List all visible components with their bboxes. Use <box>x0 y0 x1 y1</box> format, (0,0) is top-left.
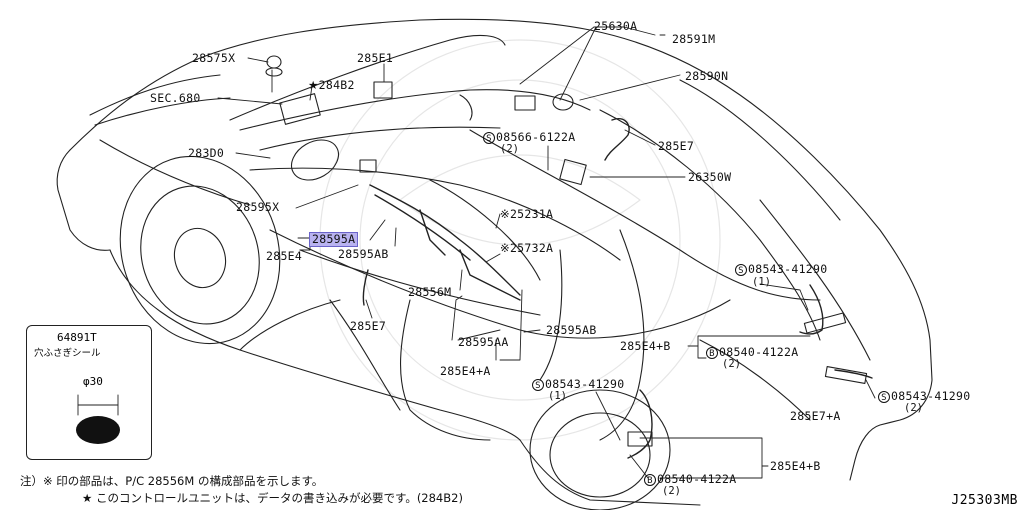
note-line-1: 注）※ 印の部品は、P/C 28556M の構成部品を示します。 <box>20 474 324 488</box>
label-28595AB-left: 28595AB <box>338 247 389 261</box>
label-285E7-right: 285E7 <box>658 139 695 153</box>
inset-part-name: 穴ふさぎシール <box>34 348 101 359</box>
screw-icon: S <box>878 391 890 403</box>
label-25630A: 25630A <box>594 19 638 33</box>
screw-icon: S <box>532 379 544 391</box>
qty-08566: (2) <box>500 143 519 155</box>
bolt-icon: B <box>706 347 718 359</box>
asterisk-icon: ※ <box>500 207 510 221</box>
asterisk-icon: ※ <box>43 474 53 488</box>
label-285E7A: 285E7+A <box>790 409 841 423</box>
qty-08540-top: (2) <box>722 358 741 370</box>
watermark-emblem <box>319 39 721 441</box>
qty-08543-mid: (1) <box>548 390 567 402</box>
label-284B2: ★284B2 <box>308 78 355 92</box>
label-28595X: 28595X <box>236 200 280 214</box>
inset-diameter: φ30 <box>83 375 103 388</box>
label-28590N: 28590N <box>685 69 729 83</box>
label-28591M: 28591M <box>672 32 716 46</box>
diagram-code: J25303MB <box>951 493 1018 508</box>
inset-box: 64891T 穴ふさぎシール φ30 <box>26 325 152 460</box>
label-28556M: 28556M <box>408 285 452 299</box>
label-28575X: 28575X <box>192 51 236 65</box>
label-285E4: 285E4 <box>266 249 303 263</box>
label-28595A-highlighted[interactable]: 28595A <box>308 232 359 247</box>
label-285E1: 285E1 <box>357 51 394 65</box>
label-25732A: ※25732A <box>500 241 554 255</box>
inset-part-number: 64891T <box>57 331 97 344</box>
note-line-2: ★ このコントロールユニットは、データの書き込みが必要です。(284B2) <box>82 491 463 505</box>
label-285E4B-bottom: 285E4+B <box>770 459 821 473</box>
seal-icon <box>76 416 120 444</box>
qty-08543-right: (2) <box>904 402 923 414</box>
qty-08540-bottom: (2) <box>662 485 681 497</box>
star-icon: ★ <box>308 78 319 92</box>
label-28595AA: 28595AA <box>458 335 509 349</box>
label-sec680: SEC.680 <box>150 91 201 105</box>
qty-08543-top: (1) <box>752 276 771 288</box>
label-28595AB-mid: 28595AB <box>546 323 597 337</box>
screw-icon: S <box>483 132 495 144</box>
bolt-icon: B <box>644 474 656 486</box>
star-icon: ★ <box>82 491 93 505</box>
label-283D0: 283D0 <box>188 146 225 160</box>
screw-icon: S <box>735 264 747 276</box>
asterisk-icon: ※ <box>500 241 510 255</box>
label-26350W: 26350W <box>688 170 732 184</box>
label-285E4A: 285E4+A <box>440 364 491 378</box>
label-285E7-left: 285E7 <box>350 319 387 333</box>
label-25231A: ※25231A <box>500 207 554 221</box>
label-285E4B-top: 285E4+B <box>620 339 671 353</box>
